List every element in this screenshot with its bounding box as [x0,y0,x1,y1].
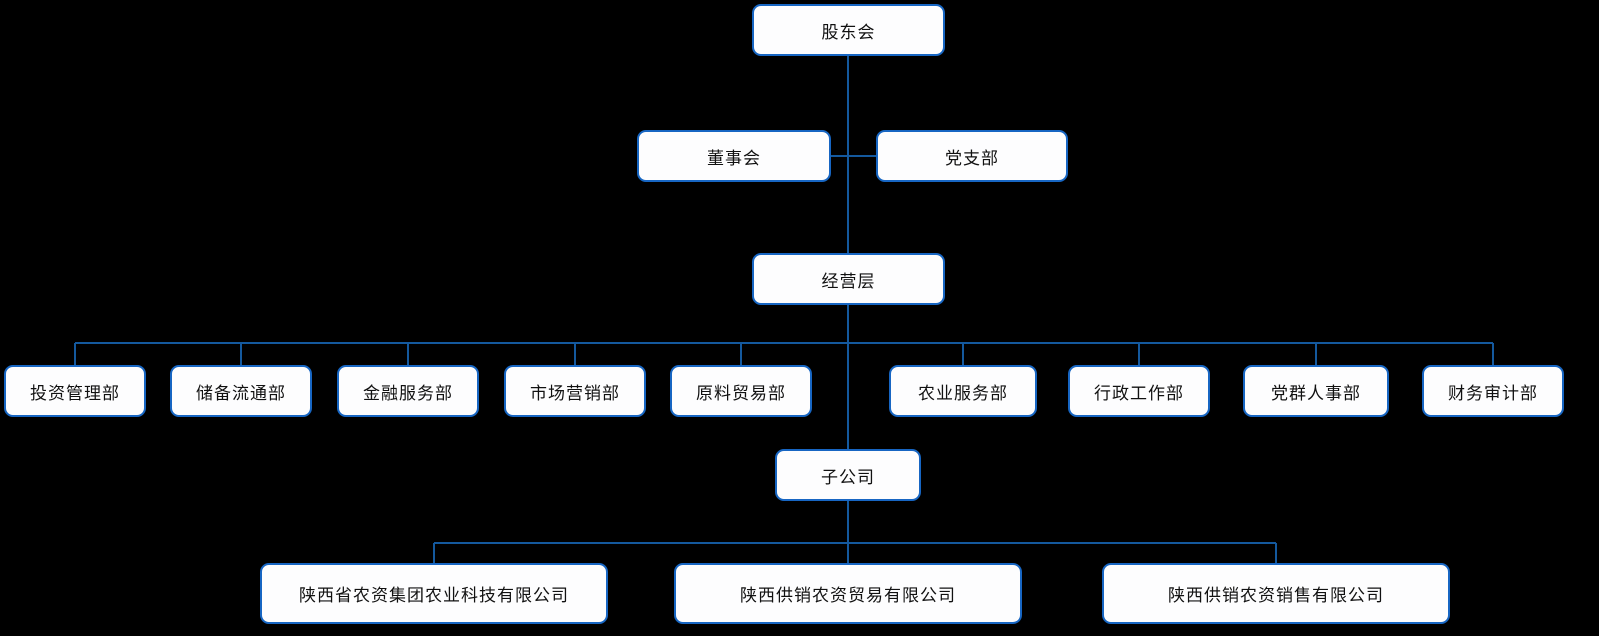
org-node-subsidiaries: 子公司 [775,449,921,501]
org-node-dept-party-masses-personnel: 党群人事部 [1243,365,1389,417]
org-node-shareholders: 股东会 [752,4,945,56]
org-node-company-sales: 陕西供销农资销售有限公司 [1102,563,1450,624]
org-node-board-of-directors: 董事会 [637,130,831,182]
org-node-dept-raw-material-trade: 原料贸易部 [670,365,812,417]
org-node-party-branch: 党支部 [876,130,1068,182]
org-node-dept-administrative-work: 行政工作部 [1068,365,1210,417]
org-node-dept-agricultural-services: 农业服务部 [889,365,1037,417]
org-node-company-agri-tech: 陕西省农资集团农业科技有限公司 [260,563,608,624]
org-node-dept-financial-services: 金融服务部 [337,365,479,417]
org-node-dept-marketing: 市场营销部 [504,365,646,417]
org-node-management: 经营层 [752,253,945,305]
org-node-company-trade: 陕西供销农资贸易有限公司 [674,563,1022,624]
org-node-dept-reserve-circulation: 储备流通部 [170,365,312,417]
org-node-dept-investment-management: 投资管理部 [4,365,146,417]
org-node-dept-finance-audit: 财务审计部 [1422,365,1564,417]
